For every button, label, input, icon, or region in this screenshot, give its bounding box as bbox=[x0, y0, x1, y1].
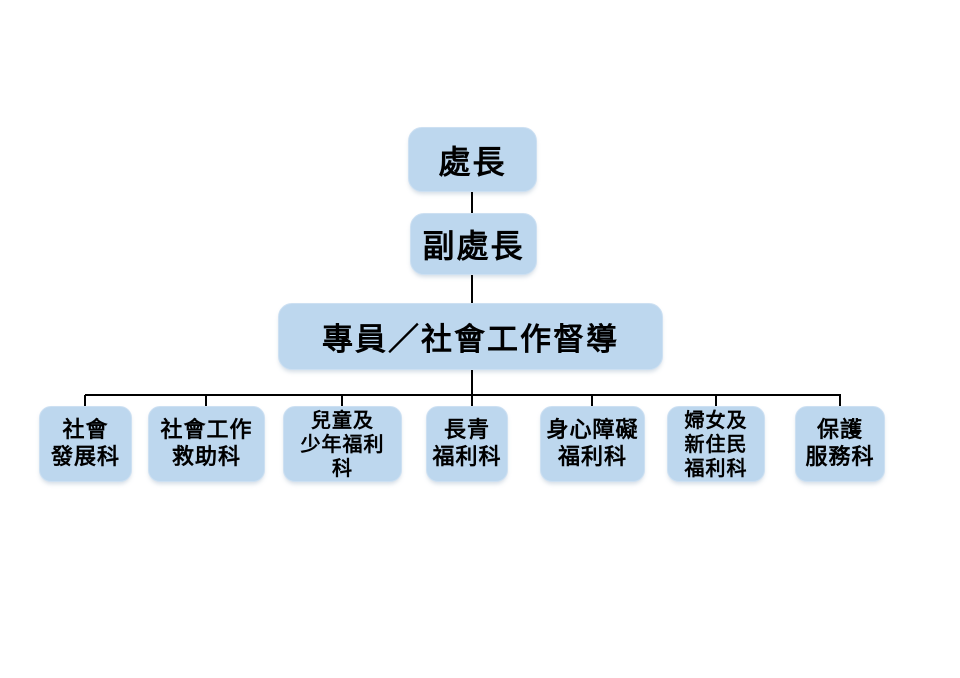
org-node-social-work-relief: 社會工作 救助科 bbox=[148, 406, 265, 482]
dept-label-line: 救助科 bbox=[171, 444, 241, 470]
dept-label-line: 服務科 bbox=[805, 444, 875, 470]
connector-director-deputy bbox=[471, 192, 473, 213]
connector-supervisor-trunk bbox=[471, 370, 473, 406]
org-node-supervisor: 專員／社會工作督導 bbox=[278, 303, 663, 370]
org-node-director: 處長 bbox=[408, 127, 537, 192]
org-node-women-new-residents-welfare: 婦女及 新住民 福利科 bbox=[667, 406, 765, 482]
dept-label-line: 發展科 bbox=[50, 444, 120, 470]
dept-label-line: 兒童及 bbox=[311, 408, 374, 432]
org-node-disability-welfare: 身心障礙 福利科 bbox=[540, 406, 645, 482]
org-node-protective-services: 保護 服務科 bbox=[795, 406, 885, 482]
dept-label-line: 科 bbox=[332, 456, 353, 480]
dept-label-line: 社會工作 bbox=[160, 417, 253, 443]
dept-label-line: 長青 bbox=[443, 417, 490, 443]
connector-departments-bus bbox=[85, 394, 841, 396]
connector-drop-social-work-relief bbox=[205, 395, 207, 406]
dept-label-line: 社會 bbox=[62, 417, 109, 443]
connector-drop-women-new-residents bbox=[715, 395, 717, 406]
dept-label-line: 福利科 bbox=[684, 456, 748, 480]
org-node-social-development: 社會 發展科 bbox=[39, 406, 132, 482]
connector-drop-protective-services bbox=[839, 395, 841, 406]
dept-label-line: 新住民 bbox=[684, 432, 748, 456]
dept-label-line: 保護 bbox=[816, 417, 863, 443]
connector-drop-disability-welfare bbox=[591, 395, 593, 406]
dept-label-line: 身心障礙 bbox=[546, 417, 639, 443]
dept-label-line: 福利科 bbox=[557, 444, 627, 470]
dept-label-line: 福利科 bbox=[432, 444, 502, 470]
connector-deputy-supervisor bbox=[471, 275, 473, 303]
org-node-child-youth-welfare: 兒童及 少年福利 科 bbox=[283, 406, 402, 482]
org-node-deputy-director: 副處長 bbox=[410, 213, 537, 275]
connector-drop-social-development bbox=[84, 395, 86, 406]
dept-label-line: 婦女及 bbox=[684, 408, 748, 432]
org-node-senior-welfare: 長青 福利科 bbox=[426, 406, 508, 482]
connector-drop-child-youth-welfare bbox=[341, 395, 343, 406]
dept-label-line: 少年福利 bbox=[300, 432, 385, 456]
